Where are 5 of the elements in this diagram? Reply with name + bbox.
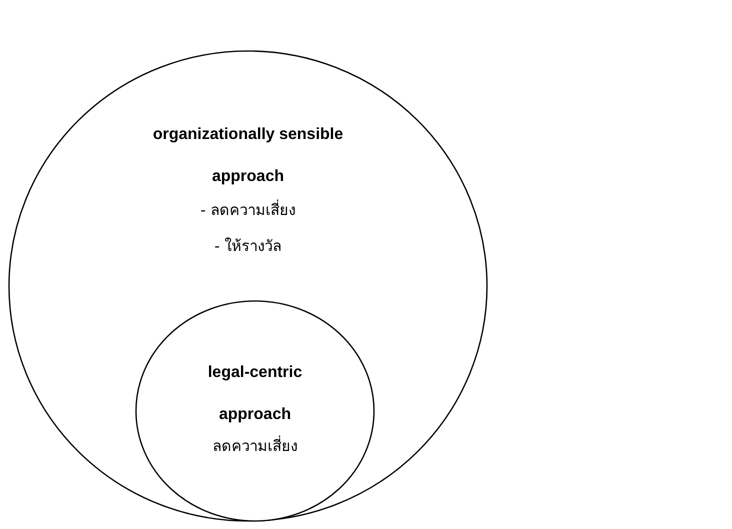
heading-text: legal-centric approach	[206, 363, 304, 425]
heading-text: organizationally sensible approach	[152, 125, 344, 187]
body-text: - ลดความเสี่ยง	[200, 198, 296, 221]
body-text: ลดความเสี่ยง	[212, 434, 298, 457]
body-text: - ให้รางวัล	[214, 236, 282, 257]
